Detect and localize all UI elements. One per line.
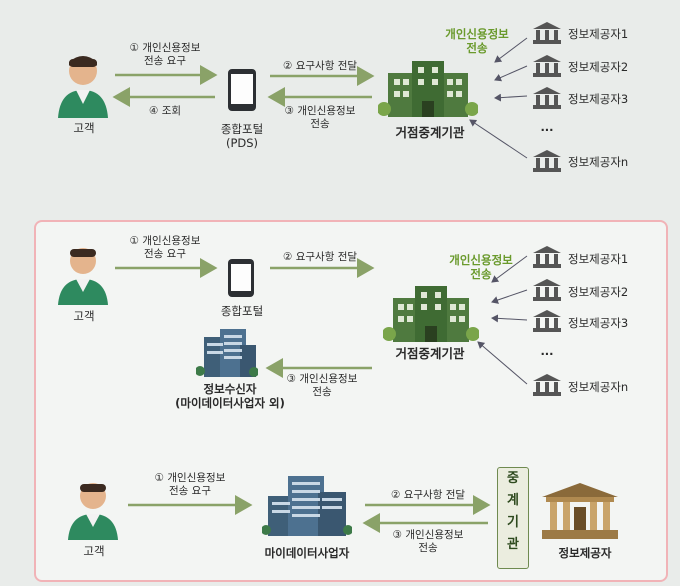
deliver-label-bot: ② 요구사항 전달 <box>390 489 466 501</box>
lookup-label-top: ④ 조회 <box>148 105 182 117</box>
broker-building-icon <box>382 282 480 346</box>
receiver-building-icon <box>195 327 259 381</box>
provider-ellipsis: ... <box>540 120 554 134</box>
provider-label: 정보제공자1 <box>568 27 629 41</box>
bank-icon <box>533 55 561 81</box>
portal-label-mid: 종합포털 <box>220 304 264 318</box>
bank-icon <box>533 22 561 48</box>
receiver-label: 정보수신자(마이데이터사업자 외) <box>175 382 285 410</box>
bank-icon <box>533 279 561 305</box>
provider-label: 정보제공자n <box>568 380 629 394</box>
highlight-panel <box>34 220 668 582</box>
deliver-label-mid: ② 요구사항 전달 <box>282 251 358 263</box>
provider-label: 정보제공자n <box>568 155 629 169</box>
portal-label-top: 종합포털(PDS) <box>220 122 264 150</box>
mydata-label: 마이데이터사업자 <box>264 546 350 560</box>
customer-label-mid: 고객 <box>73 309 95 323</box>
relay-agency-box: 중 계 기 관 <box>497 467 529 569</box>
provider-label: 정보제공자2 <box>568 60 629 74</box>
customer-icon <box>56 52 110 122</box>
bank-icon <box>533 246 561 272</box>
provider-label: 정보제공자2 <box>568 285 629 299</box>
provider-building-icon <box>542 483 618 543</box>
customer-label-top: 고객 <box>73 121 95 135</box>
provider-label-bot: 정보제공자 <box>558 546 612 560</box>
bank-icon <box>533 87 561 113</box>
phone-icon <box>227 258 255 302</box>
customer-label-bot: 고객 <box>83 544 105 558</box>
bank-icon <box>533 150 561 176</box>
deliver-label-top: ② 요구사항 전달 <box>282 60 358 72</box>
provider-label: 정보제공자1 <box>568 252 629 266</box>
broker-building-icon <box>377 55 479 121</box>
broker-label-top: 거점중계기관 <box>395 125 465 140</box>
mydata-building-icon <box>261 472 353 540</box>
provider-label: 정보제공자3 <box>568 92 629 106</box>
broker-label-mid: 거점중계기관 <box>395 346 465 361</box>
bank-icon <box>533 310 561 336</box>
provider-ellipsis: ... <box>540 344 554 358</box>
bank-icon <box>533 374 561 400</box>
provider-label: 정보제공자3 <box>568 316 629 330</box>
phone-icon <box>227 68 257 116</box>
customer-icon <box>66 478 120 544</box>
customer-icon <box>56 243 110 309</box>
